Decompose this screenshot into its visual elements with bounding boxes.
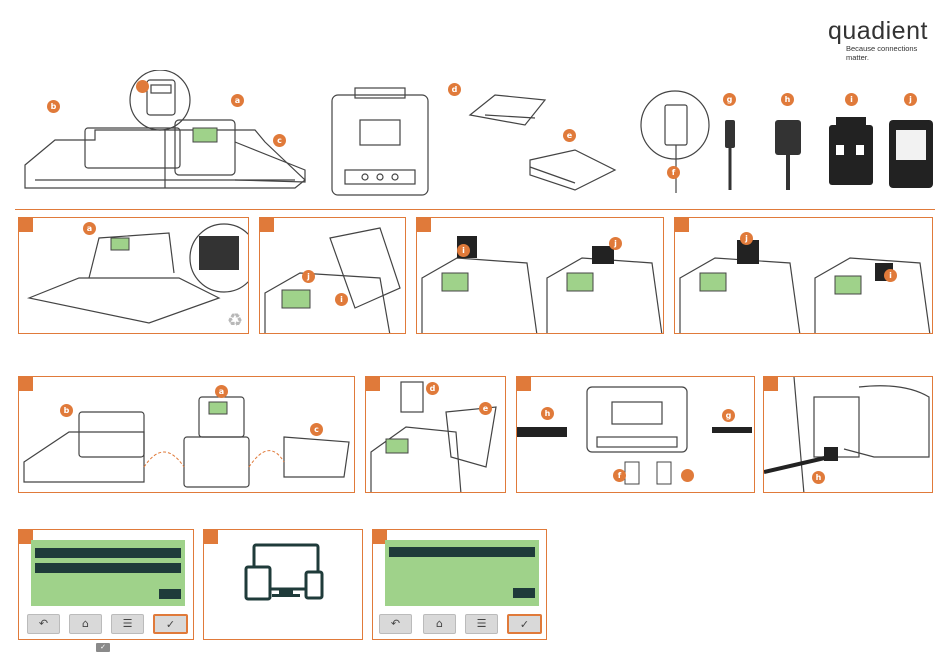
label-g-overview: g — [723, 93, 736, 106]
step-panel-connect-cables: h g f — [516, 376, 755, 493]
label-e-attach: e — [479, 402, 492, 415]
overview-serial-connector-zoom — [115, 70, 195, 135]
label-j-lock: j — [740, 232, 753, 245]
overview-accessory-d — [465, 90, 550, 135]
label-connector-marker — [136, 80, 149, 93]
machine-screen — [385, 540, 539, 606]
menu-button[interactable]: ☰ — [111, 614, 144, 634]
ok-button[interactable]: ✓ — [507, 614, 542, 634]
step-panel-attach-accessories: d e — [365, 376, 506, 493]
step-panel-open-cover: j i — [259, 217, 406, 334]
label-b-assemble: b — [60, 404, 73, 417]
label-i-open-cover: i — [335, 293, 348, 306]
label-j-insert: j — [609, 237, 622, 250]
recycle-icon: ♻ — [227, 310, 243, 331]
ok-button[interactable]: ✓ — [153, 614, 188, 634]
label-e-overview: e — [563, 129, 576, 142]
devices-icon — [204, 530, 363, 640]
checkmark-icon: ✓ — [520, 618, 529, 631]
overview-ink-cartridge-j — [886, 115, 936, 190]
section-divider — [15, 209, 935, 210]
label-f-connect: f — [613, 469, 626, 482]
label-b-overview: b — [47, 100, 60, 113]
back-arrow-icon: ↶ — [39, 617, 48, 630]
label-d-attach: d — [426, 382, 439, 395]
label-i-lock: i — [884, 269, 897, 282]
label-j-open-cover: j — [302, 270, 315, 283]
home-icon: ⌂ — [82, 617, 89, 630]
label-d-overview: d — [448, 83, 461, 96]
list-menu-icon: ☰ — [123, 617, 133, 630]
list-menu-icon: ☰ — [477, 617, 487, 630]
overview-power-cable-h — [770, 115, 806, 190]
brand-name: quadient — [828, 18, 938, 44]
ok-key-reference: ✓ — [96, 643, 110, 652]
checkmark-icon: ✓ — [100, 643, 106, 651]
label-connector-marker-connect — [681, 469, 694, 482]
back-arrow-icon: ↶ — [391, 617, 400, 630]
label-h-connect: h — [541, 407, 554, 420]
step-panel-insert-cartridge: i j — [416, 217, 664, 334]
machine-screen — [31, 540, 185, 606]
brand-tagline: Because connections matter. — [846, 44, 938, 62]
overview-machine-back — [320, 80, 440, 200]
label-j-overview: j — [904, 93, 917, 106]
step-panel-screen-finish: ↶ ⌂ ☰ ✓ — [372, 529, 547, 640]
label-c-assemble: c — [310, 423, 323, 436]
label-c-overview: c — [273, 134, 286, 147]
label-h-power: h — [812, 471, 825, 484]
screen-bar — [389, 547, 535, 557]
back-button[interactable]: ↶ — [379, 614, 412, 634]
screen-bar — [35, 563, 181, 573]
step-panel-unbox: a ♻ — [18, 217, 249, 334]
overview-accessory-e — [525, 145, 620, 195]
label-i-insert: i — [457, 244, 470, 257]
brand-logo: quadient Because connections matter. — [828, 18, 938, 62]
back-button[interactable]: ↶ — [27, 614, 60, 634]
step-panel-power-on: h — [763, 376, 933, 493]
label-h-overview: h — [781, 93, 794, 106]
screen-bar — [35, 548, 181, 558]
label-a-unbox: a — [83, 222, 96, 235]
label-i-overview: i — [845, 93, 858, 106]
step-panel-lock-cartridge: j i — [674, 217, 933, 334]
home-button[interactable]: ⌂ — [423, 614, 456, 634]
overview-ink-cartridge-i — [826, 115, 876, 187]
label-g-connect: g — [722, 409, 735, 422]
step-panel-assemble: b a c — [18, 376, 355, 493]
label-f-overview: f — [667, 166, 680, 179]
screen-button-bar — [159, 589, 181, 599]
step-panel-screen-confirm: ↶ ⌂ ☰ ✓ — [18, 529, 194, 640]
checkmark-icon: ✓ — [166, 618, 175, 631]
label-a-overview: a — [231, 94, 244, 107]
menu-button[interactable]: ☰ — [465, 614, 498, 634]
screen-button-bar — [513, 588, 535, 598]
overview-cable-g — [718, 115, 742, 190]
home-icon: ⌂ — [436, 617, 443, 630]
home-button[interactable]: ⌂ — [69, 614, 102, 634]
label-a-assemble: a — [215, 385, 228, 398]
step-panel-online-services — [203, 529, 363, 640]
